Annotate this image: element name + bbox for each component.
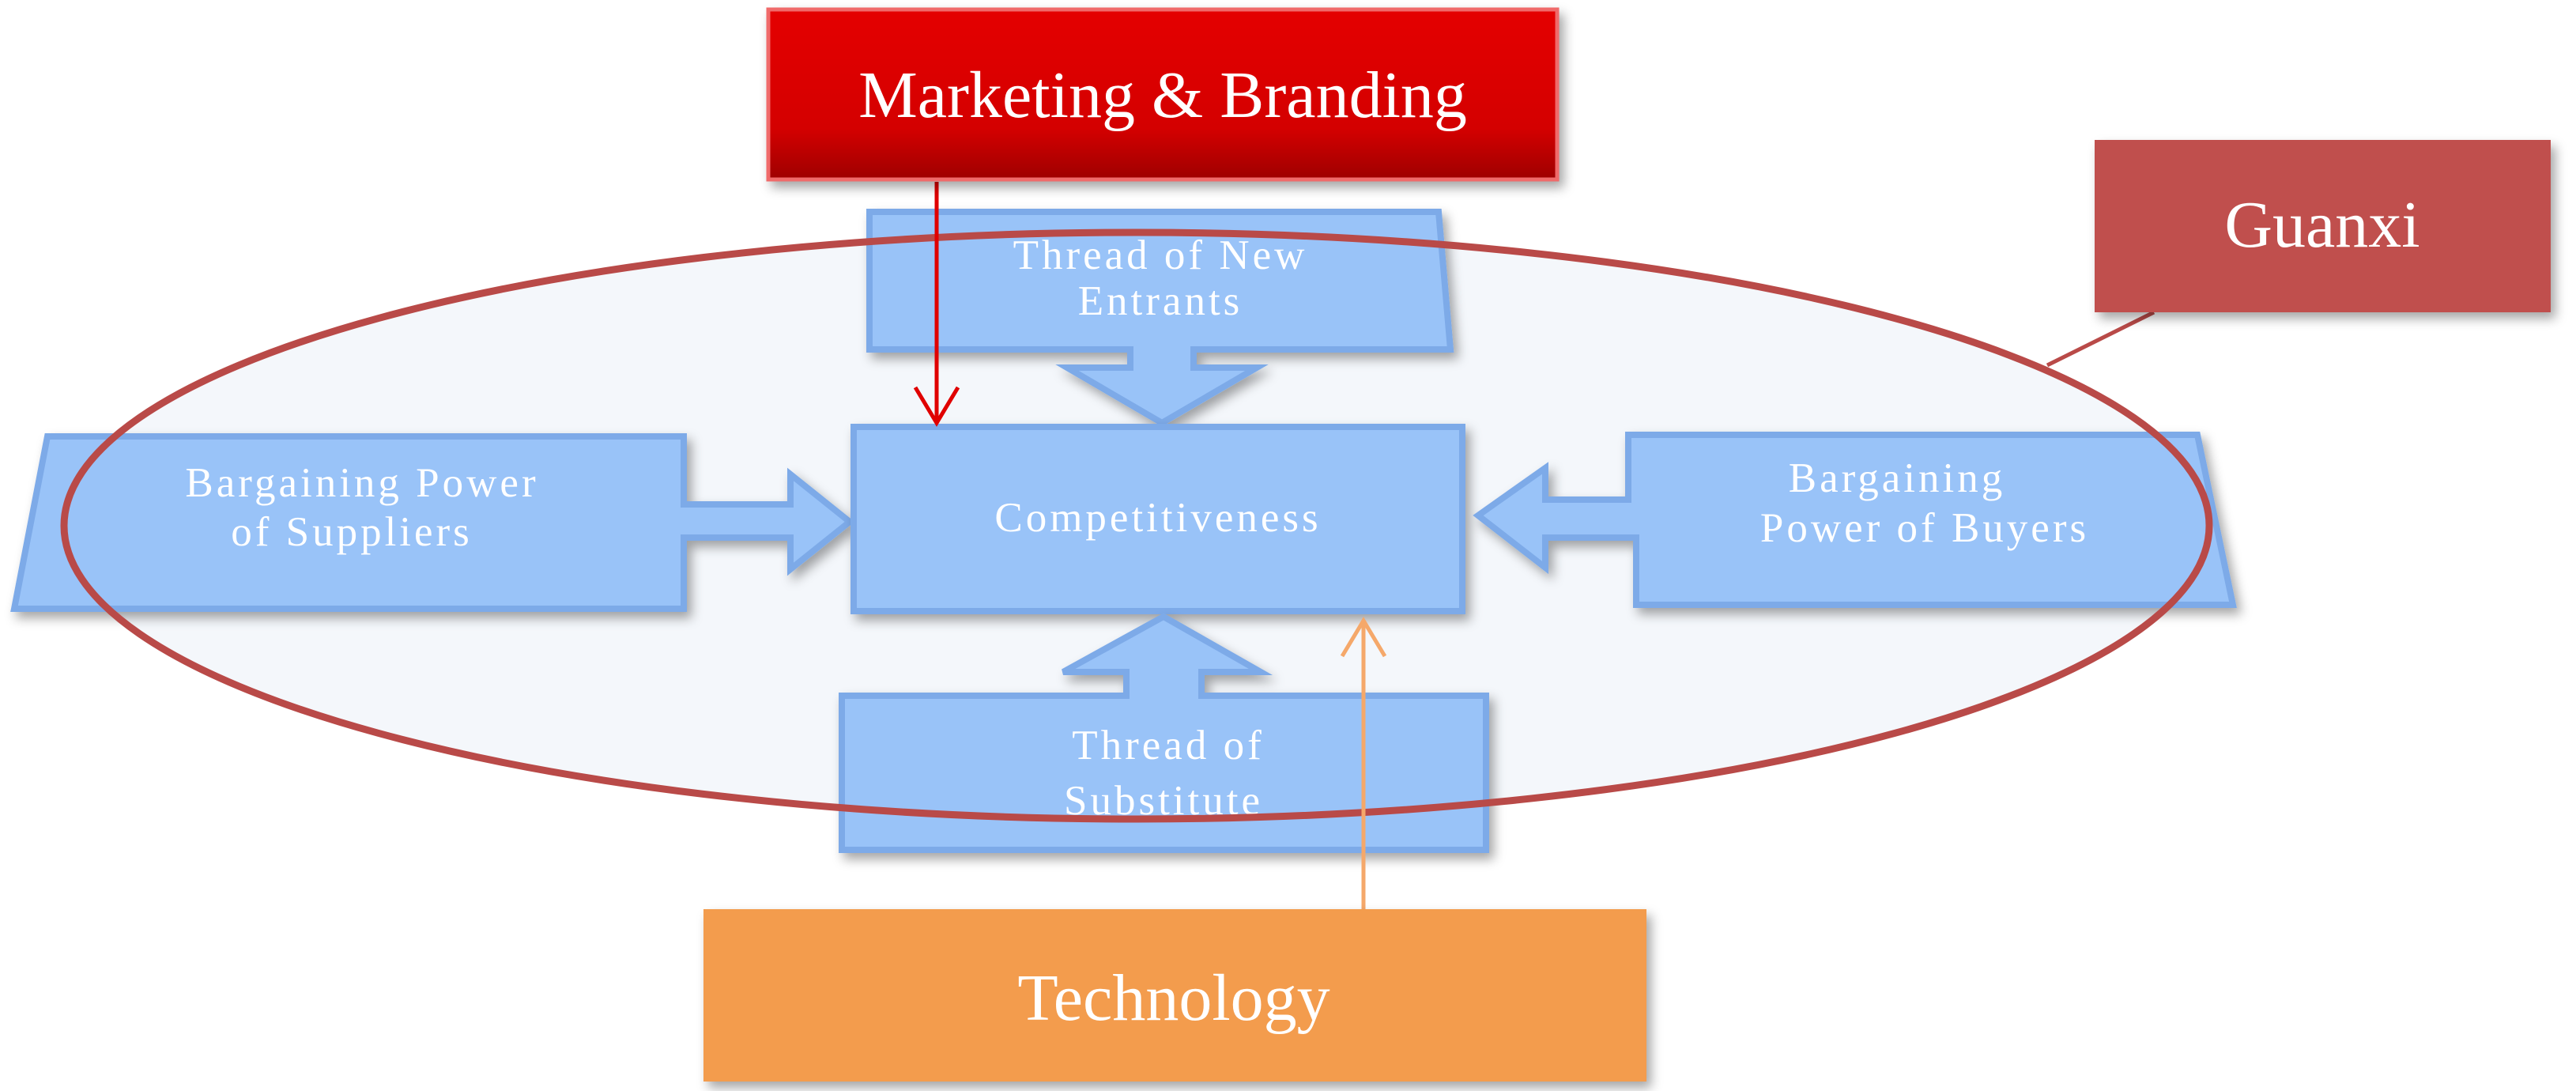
guanxi-label: Guanxi: [2224, 188, 2419, 262]
buyers-label-line1: Bargaining: [1789, 455, 2006, 501]
new-entrants-label-line2: Entrants: [1078, 278, 1243, 324]
buyers-label-line2: Power of Buyers: [1760, 505, 2089, 551]
node-substitute: [839, 613, 1489, 853]
node-suppliers: [10, 433, 855, 612]
node-new-entrants: [866, 209, 1454, 427]
guanxi-box: [2095, 140, 2551, 312]
guanxi-connector-line: [2046, 310, 2155, 368]
new-entrants-label-line1: Thread of New: [1013, 232, 1308, 278]
arrow-down-icon: [913, 182, 960, 427]
suppliers-label-line1: Bargaining Power: [185, 460, 538, 506]
node-buyers: [1473, 432, 2237, 608]
suppliers-label-line2: of Suppliers: [231, 509, 473, 555]
substitute-label-line1: Thread of: [1072, 723, 1264, 768]
marketing-branding-label: Marketing & Branding: [858, 59, 1467, 132]
technology-box: [703, 909, 1646, 1082]
marketing-branding-box: [766, 7, 1560, 182]
industry-ellipse: [60, 228, 2213, 823]
competitiveness-label: Competitiveness: [994, 495, 1321, 541]
node-competitiveness: [850, 424, 1465, 614]
arrow-up-icon: [1340, 617, 1387, 909]
technology-label: Technology: [1017, 961, 1329, 1035]
